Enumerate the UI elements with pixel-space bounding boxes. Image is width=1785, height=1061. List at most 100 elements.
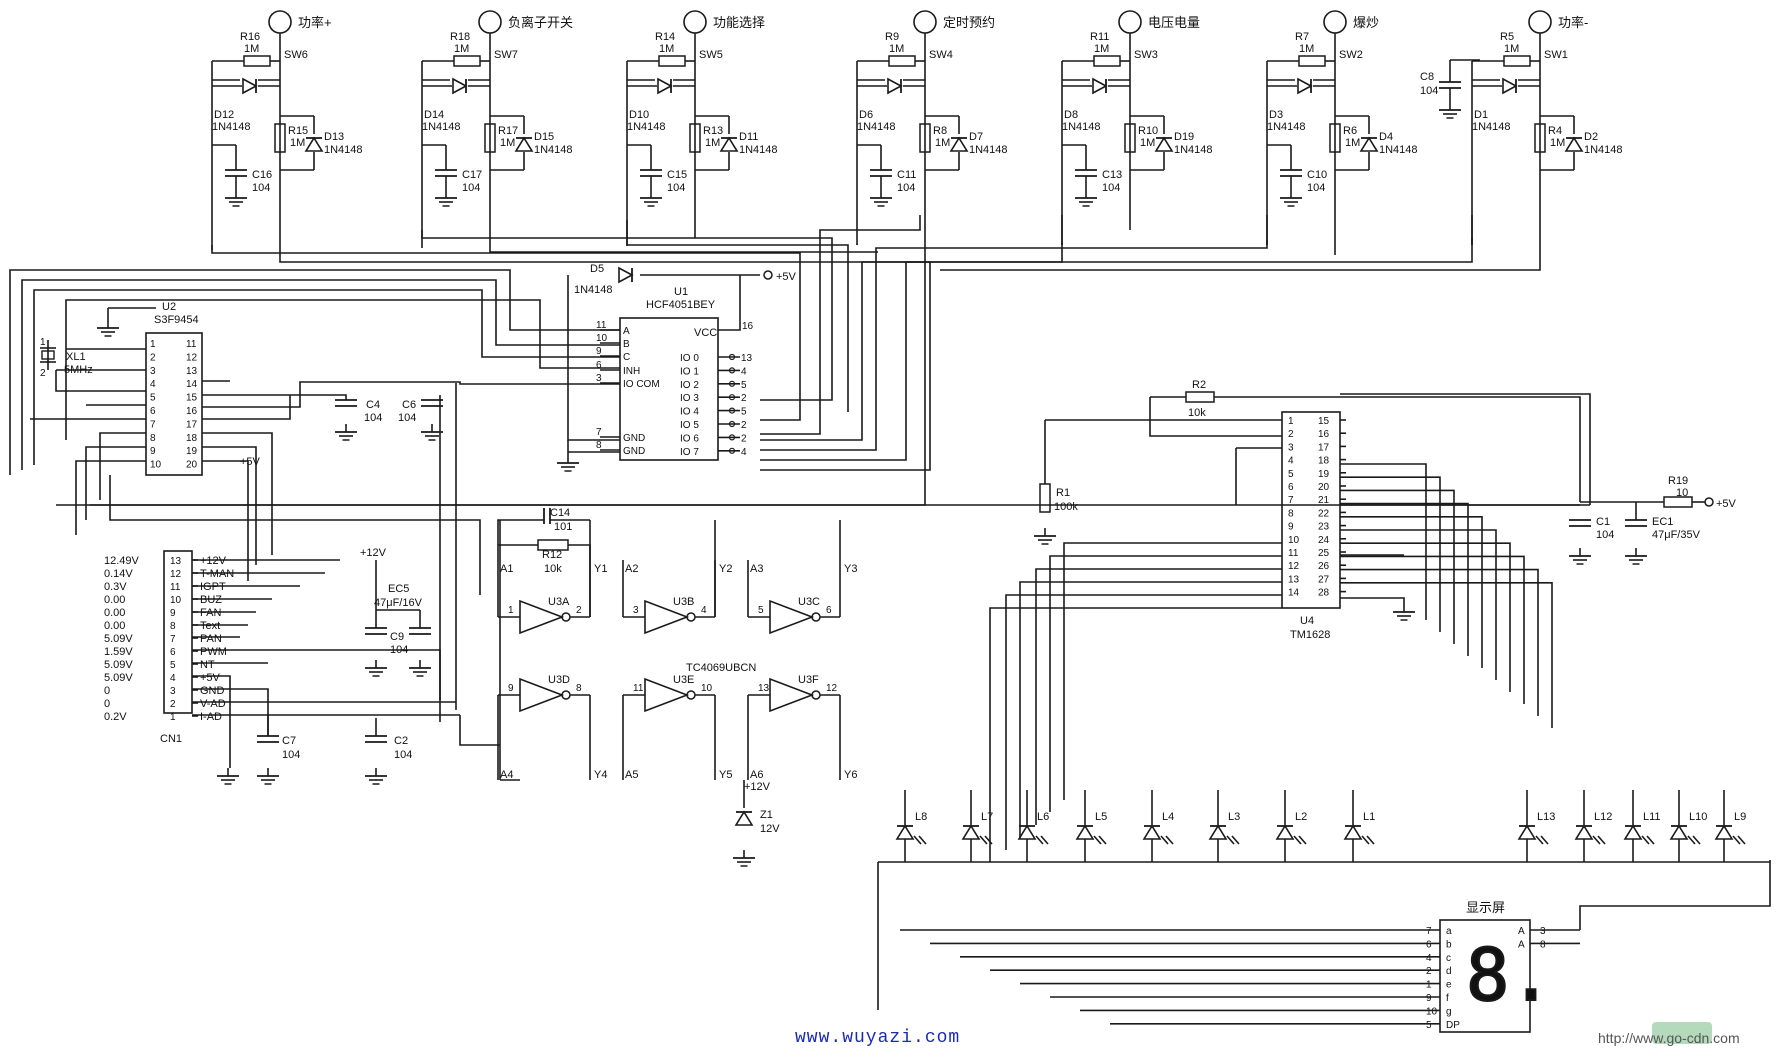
switch-label: 功率+ xyxy=(298,15,332,30)
cn1-voltage: 0 xyxy=(104,685,110,697)
gate-a-label: A2 xyxy=(625,563,638,575)
ground-icon xyxy=(869,189,893,207)
c14-val: 101 xyxy=(554,521,572,533)
cn1-voltage: 5.09V xyxy=(104,633,133,645)
u2-plus5v: +5V xyxy=(240,456,261,468)
cn1-pin: 12 xyxy=(170,569,182,580)
display-seg-label: e xyxy=(1446,980,1452,991)
u1-pin-node xyxy=(728,353,736,361)
u2-ref: U2 xyxy=(162,301,176,313)
led-ray xyxy=(918,835,927,845)
wire xyxy=(1149,397,1282,437)
led-L13: L13 xyxy=(1518,790,1555,862)
u2-pin-label: 20 xyxy=(186,460,198,471)
display-com-label: A xyxy=(1518,939,1525,950)
switch-touch-pad-icon[interactable] xyxy=(1528,10,1552,34)
u1-pin-num: 11 xyxy=(596,320,607,331)
u4-pin-label: 14 xyxy=(1288,588,1300,599)
switch-label: 爆炒 xyxy=(1353,15,1379,30)
capacitor-ref: C11 xyxy=(897,169,916,181)
u2-pin-label: 3 xyxy=(150,366,156,377)
u1-part: HCF4051BEY xyxy=(646,299,716,311)
ground-icon xyxy=(434,189,458,207)
cn1-signal: +5V xyxy=(200,672,221,684)
u3-part: TC4069UBCN xyxy=(686,662,756,674)
watermark-url: http://www.go-cdn.com xyxy=(1598,1030,1740,1046)
led-ray xyxy=(1226,835,1235,845)
led-ref: L2 xyxy=(1295,811,1307,823)
wire xyxy=(75,460,146,535)
switch-touch-pad-icon[interactable] xyxy=(1323,10,1347,34)
u2-pin-label: 13 xyxy=(186,366,198,377)
gate-pin-in: 9 xyxy=(508,683,514,694)
resistor-ref: R14 xyxy=(655,31,675,43)
xl1-freq: 5MHz xyxy=(64,364,93,376)
display-seg-pin: 10 xyxy=(1426,1006,1438,1017)
wire xyxy=(1340,529,1497,680)
ec5-val: 47μF/16V xyxy=(374,597,423,609)
led-L12: L12 xyxy=(1575,790,1612,862)
u4-pin-label: 4 xyxy=(1288,456,1294,467)
wire xyxy=(1214,396,1581,502)
u2-pin-label: 14 xyxy=(186,379,198,390)
wire xyxy=(718,275,741,331)
diode-icon xyxy=(1565,137,1583,152)
switch-touch-pad-icon[interactable] xyxy=(913,10,937,34)
diode-type: 1N4148 xyxy=(534,144,573,156)
resistor-val: 1M xyxy=(500,137,515,149)
led-L3: L3 xyxy=(1209,790,1240,862)
switch-touch-pad-icon[interactable] xyxy=(1118,10,1142,34)
led-ray xyxy=(979,835,988,845)
footer-url[interactable]: www.wuyazi.com xyxy=(795,1028,961,1048)
resistor-body xyxy=(1124,123,1136,153)
led-icon xyxy=(1715,825,1733,840)
diode-type: 1N4148 xyxy=(969,144,1008,156)
u4-pin-label: 8 xyxy=(1288,508,1294,519)
cn1-pin: 3 xyxy=(170,686,176,697)
c2-ref: C2 xyxy=(394,735,408,747)
u4-pin-label: 27 xyxy=(1318,574,1330,585)
resistor-val: 1M xyxy=(1140,137,1155,149)
u1-pin-node xyxy=(728,380,736,387)
capacitor-icon xyxy=(1279,169,1303,177)
led-ref: L1 xyxy=(1363,811,1375,823)
gate-ref: U3D xyxy=(548,674,570,686)
resistor-val: 1M xyxy=(659,43,674,55)
diode-type: 1N4148 xyxy=(1174,144,1213,156)
gate-ref: U3A xyxy=(548,596,570,608)
switch-touch-pad-icon[interactable] xyxy=(268,10,292,34)
cn1-voltage: 0.00 xyxy=(104,594,125,606)
wire xyxy=(109,475,481,595)
switch-touch-pad-icon[interactable] xyxy=(478,10,502,34)
wire xyxy=(1340,393,1591,505)
u4-pin-label: 26 xyxy=(1318,561,1330,572)
led-icon xyxy=(1344,825,1362,840)
wire xyxy=(1005,594,1282,850)
switch-label: 电压电量 xyxy=(1148,15,1200,30)
c7-val: 104 xyxy=(282,749,300,761)
diode-icon xyxy=(1092,78,1107,94)
display-seg-label: DP xyxy=(1446,1020,1460,1031)
u1-pin-node xyxy=(728,420,736,428)
gate-pin-in: 11 xyxy=(633,683,644,694)
led-icon xyxy=(1624,825,1642,840)
cn1-voltage: 5.09V xyxy=(104,659,133,671)
display-seg-pin: 9 xyxy=(1426,993,1432,1004)
wire xyxy=(192,649,441,722)
resistor-ref: R7 xyxy=(1295,31,1309,43)
wire xyxy=(1049,555,1282,812)
diode-ref: D6 xyxy=(859,109,873,121)
resistor-ref: R6 xyxy=(1343,125,1357,137)
resistor-val: 1M xyxy=(244,43,259,55)
switch-touch-pad-icon[interactable] xyxy=(683,10,707,34)
diode-ref: D14 xyxy=(424,109,444,121)
diode-type: 1N4148 xyxy=(1584,144,1623,156)
gate-a-label: A1 xyxy=(500,563,513,575)
u2-pin-label: 15 xyxy=(186,393,198,404)
u1-pin-num: 5 xyxy=(741,380,747,391)
